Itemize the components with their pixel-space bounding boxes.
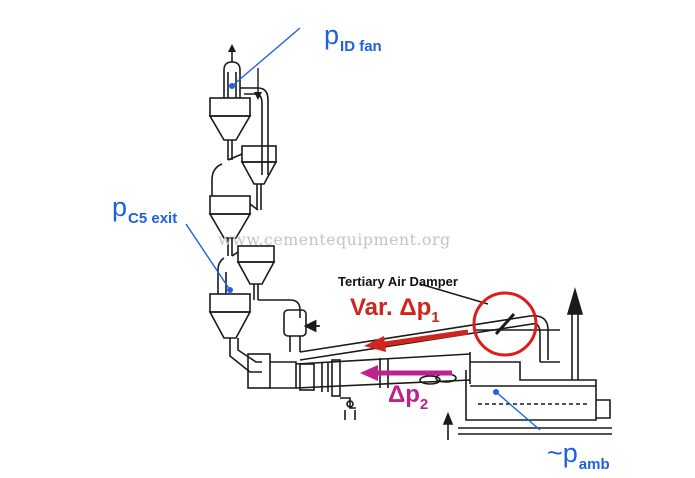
- up-arrow-icon: [228, 44, 236, 62]
- label-var-dp1: Var. Δp1: [350, 294, 440, 326]
- pointer-dots: [227, 83, 499, 395]
- rotary-kiln: [295, 352, 471, 420]
- down-arrow-icon: [254, 68, 262, 100]
- tertiary-air-duct: [299, 283, 560, 363]
- label-p-id-fan-sub: ID fan: [340, 38, 382, 55]
- label-dp2-sub: 2: [419, 396, 429, 413]
- label-var-dp1-main: Var. Δp: [350, 294, 432, 321]
- red-arrow-icon: [364, 329, 469, 352]
- preheater-tower: [208, 61, 320, 389]
- label-dp2: Δp2: [388, 381, 428, 413]
- label-p-c5-exit-main: p: [112, 192, 128, 222]
- label-p-amb-sub: amb: [578, 456, 610, 473]
- magenta-arrow-icon: [360, 365, 452, 381]
- label-p-id-fan-main: p: [324, 20, 340, 50]
- label-p-amb-main: ~p: [547, 438, 578, 468]
- label-p-c5-exit: pC5 exit: [112, 192, 177, 227]
- label-p-id-fan: pID fan: [324, 20, 382, 55]
- watermark: www.cementequipment.org: [218, 230, 451, 249]
- damper-circle-icon: [472, 291, 538, 357]
- label-tertiary-air-damper: Tertiary Air Damper: [338, 274, 458, 289]
- pointer-lines: [185, 27, 541, 431]
- clinker-cooler: [442, 287, 612, 440]
- label-var-dp1-sub: 1: [431, 309, 440, 326]
- label-p-c5-exit-sub: C5 exit: [128, 210, 178, 227]
- label-p-amb: ~pamb: [547, 438, 610, 473]
- label-dp2-main: Δp: [388, 381, 420, 408]
